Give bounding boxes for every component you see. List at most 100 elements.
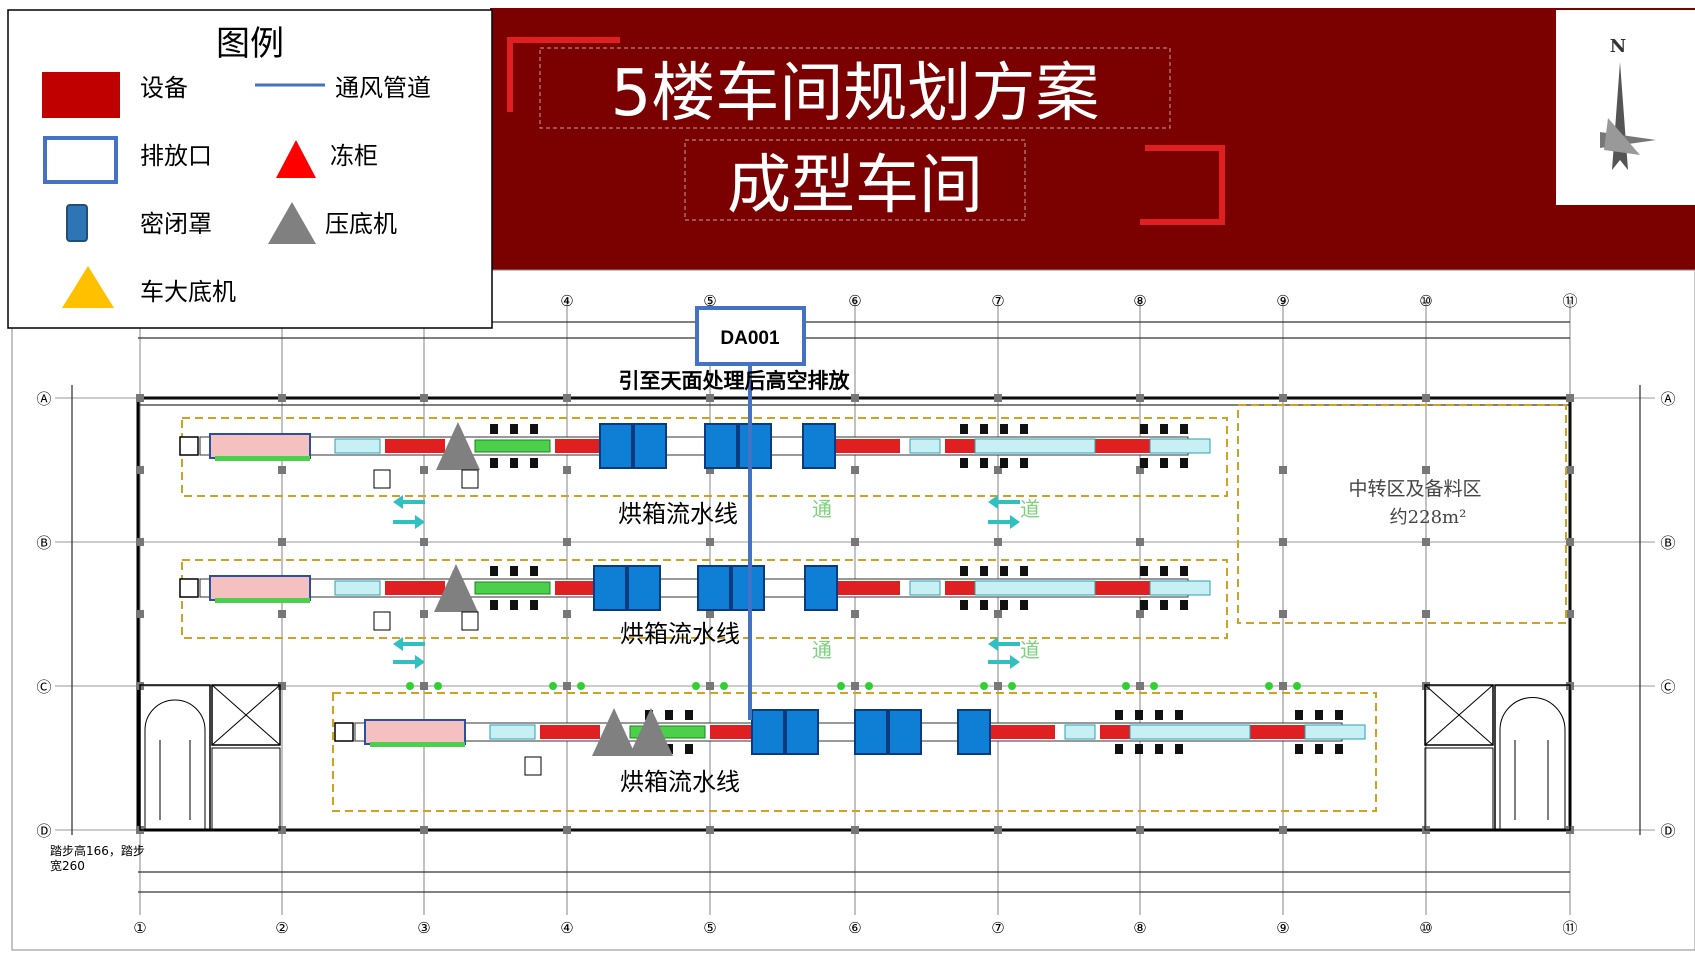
grid-col-label-top: ⑤ [703, 292, 716, 310]
green-marker [1008, 682, 1016, 690]
green-marker [549, 682, 557, 690]
structural-column [136, 394, 144, 402]
workstation [1020, 424, 1028, 434]
workstation [1115, 744, 1123, 754]
structural-column [1279, 394, 1287, 402]
equipment-red [985, 725, 1055, 739]
workstation [1180, 424, 1188, 434]
structural-column [851, 610, 859, 618]
structural-column [1422, 466, 1430, 474]
structural-column [278, 538, 286, 546]
workstation [1315, 744, 1323, 754]
passage-label-3: 通 [812, 638, 832, 662]
legend-label-freezer: 冻柜 [330, 142, 378, 170]
legend-label-enclosure: 密闭罩 [140, 210, 212, 238]
cooling-rack [1304, 724, 1366, 740]
structural-column [994, 394, 1002, 402]
workstation [1160, 600, 1168, 610]
grid-row-label-right: Ⓐ [1660, 390, 1675, 408]
green-conveyor [474, 439, 551, 453]
passage-label-2: 道 [1020, 497, 1040, 521]
structural-column [420, 466, 428, 474]
arrow-right-icon [393, 655, 425, 669]
equipment-red [385, 439, 445, 453]
head-unit [179, 578, 199, 598]
sole-machine-base [215, 598, 310, 603]
workstation [1000, 458, 1008, 468]
workstation [980, 566, 988, 576]
equipment-red [385, 581, 445, 595]
workstation [1315, 710, 1323, 720]
cooling-rack [1129, 724, 1251, 740]
oven-enclosure [593, 565, 627, 611]
structural-column [706, 682, 714, 690]
structural-column [1566, 538, 1574, 546]
structural-column [1279, 610, 1287, 618]
structural-column [851, 394, 859, 402]
oven-enclosure [627, 565, 661, 611]
green-marker [577, 682, 585, 690]
banner-bracket-bottom-right [1140, 145, 1225, 225]
passage-arrows [393, 495, 1020, 669]
workstation [1160, 458, 1168, 468]
structural-column [563, 466, 571, 474]
green-marker [1122, 682, 1130, 690]
green-marker [837, 682, 845, 690]
press-machine [434, 564, 478, 612]
grid-col-label-bottom: ⑧ [1133, 919, 1146, 937]
workstation [1000, 600, 1008, 610]
structural-column [1279, 682, 1287, 690]
legend-label-press: 压底机 [325, 210, 397, 238]
equipment-red [1245, 725, 1305, 739]
green-marker [1150, 682, 1158, 690]
structural-column [563, 826, 571, 834]
cooling-rack [334, 580, 381, 596]
workstation [1140, 424, 1148, 434]
production-line-1 [179, 422, 1211, 489]
structural-column [1566, 394, 1574, 402]
structural-column [1136, 466, 1144, 474]
structural-column [563, 394, 571, 402]
equipment-red [1090, 439, 1150, 453]
arrow-right-icon [988, 655, 1020, 669]
storage-area-size: 约228m² [1390, 507, 1467, 528]
grid-row-label-left: Ⓐ [36, 390, 51, 408]
sole-machine-unit [209, 433, 311, 459]
workstation [1115, 710, 1123, 720]
grid-col-label-top: ⑪ [1562, 292, 1577, 310]
cooling-rack [489, 724, 536, 740]
head-unit [334, 722, 354, 742]
structural-column [851, 682, 859, 690]
stair-note-line-2: 宽260 [50, 858, 85, 873]
grid-row-label-right: Ⓓ [1660, 822, 1675, 840]
workstation [510, 458, 518, 468]
passage-label-1: 通 [812, 497, 832, 521]
head-unit [179, 436, 199, 456]
structural-column [1422, 538, 1430, 546]
workstation [530, 458, 538, 468]
workstation [1140, 566, 1148, 576]
oven-enclosure [697, 565, 731, 611]
structural-column [136, 466, 144, 474]
grid-col-label-bottom: ② [275, 919, 288, 937]
grid-col-label-bottom: ⑦ [991, 919, 1004, 937]
stairwell-right [1424, 684, 1571, 831]
legend-enclosure-icon [66, 204, 88, 242]
workstation [1160, 424, 1168, 434]
green-marker [865, 682, 873, 690]
grid-col-label-bottom: ③ [417, 919, 430, 937]
oven-enclosure [785, 709, 819, 755]
operator-seat [373, 611, 391, 631]
structural-column [994, 466, 1002, 474]
arrow-right-icon [393, 515, 425, 529]
press-machine [592, 708, 636, 756]
workstation [530, 566, 538, 576]
equipment-red [540, 725, 600, 739]
grid-col-label-top: ⑨ [1276, 292, 1289, 310]
workstation [1020, 458, 1028, 468]
workstation [1155, 710, 1163, 720]
press-machine [629, 708, 673, 756]
oven-enclosure [957, 709, 991, 755]
